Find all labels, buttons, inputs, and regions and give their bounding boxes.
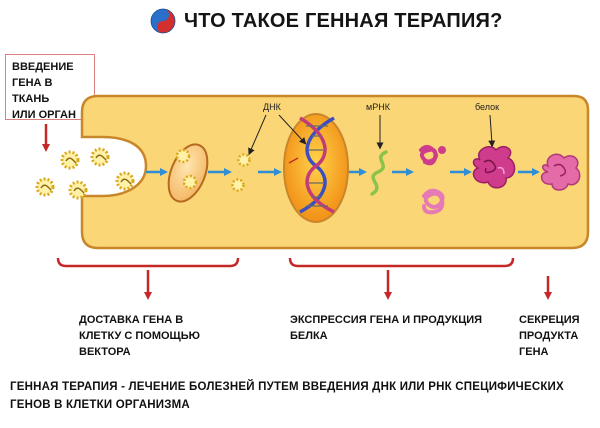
dna-tag: ДНК xyxy=(248,102,307,156)
mrna-tag-text: мРНК xyxy=(366,102,391,112)
endosome-vesicle xyxy=(167,143,209,203)
caption-delivery: ДОСТАВКА ГЕНА В КЛЕТКУ С ПОМОЩЬЮ ВЕКТОРА xyxy=(79,314,201,358)
folded-protein xyxy=(472,146,516,189)
page-title: ЧТО ТАКОЕ ГЕННАЯ ТЕРАПИЯ? xyxy=(184,9,503,32)
intro-label: ВВЕДЕНИЕ ГЕНА В ТКАНЬ ИЛИ ОРГАН xyxy=(12,61,76,121)
polypeptide-chains xyxy=(419,145,446,215)
released-vectors xyxy=(231,153,251,192)
vector-particles xyxy=(35,147,135,200)
mrna-strand xyxy=(370,150,388,196)
vector-particle xyxy=(90,147,110,167)
dna-tag-text: ДНК xyxy=(263,102,282,112)
bracket-expression xyxy=(288,257,515,268)
yin-yang-logo-icon xyxy=(150,8,176,34)
vector-particle xyxy=(60,150,80,170)
caption-secretion: СЕКРЕЦИЯ ПРОДУКТА ГЕНА xyxy=(519,314,580,358)
protein-tag: белок xyxy=(475,102,499,148)
vector-particle xyxy=(35,177,55,197)
protein-tag-text: белок xyxy=(475,102,499,112)
bracket-delivery xyxy=(56,257,240,268)
vector-particle xyxy=(68,180,88,200)
secreted-protein xyxy=(540,153,581,191)
mrna-tag: мРНК xyxy=(366,102,391,150)
definition-text: ГЕННАЯ ТЕРАПИЯ - ЛЕЧЕНИЕ БОЛЕЗНЕЙ ПУТЕМ … xyxy=(10,381,564,411)
caption-expression: ЭКСПРЕССИЯ ГЕНА И ПРОДУКЦИЯ БЕЛКА xyxy=(290,314,483,342)
intro-label-box: ВВЕДЕНИЕ ГЕНА В ТКАНЬ ИЛИ ОРГАН xyxy=(5,54,95,121)
header: ЧТО ТАКОЕ ГЕННАЯ ТЕРАПИЯ? xyxy=(150,8,503,34)
vector-particle xyxy=(115,171,135,191)
dna-helix xyxy=(299,116,335,214)
